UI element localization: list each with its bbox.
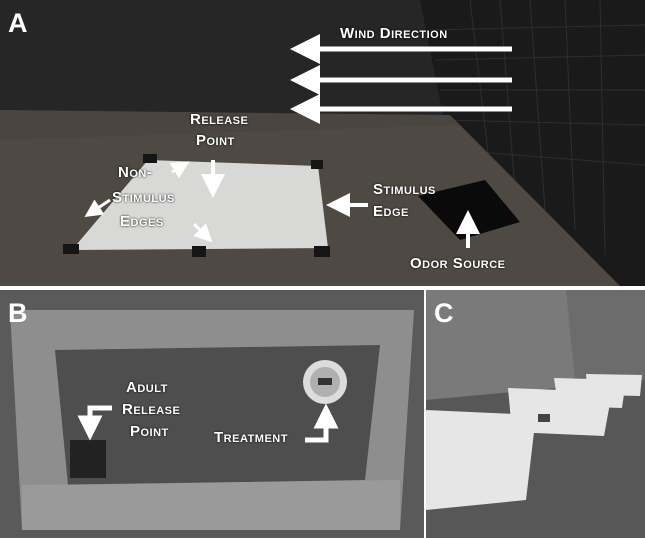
adult-release-label-line3: Point	[130, 423, 169, 440]
stimulus-edge-label-line1: Stimulus	[373, 181, 436, 198]
panel-c-scene	[426, 290, 645, 538]
stimulus-edge-label-line2: Edge	[373, 203, 409, 220]
non-stimulus-arrow	[169, 161, 190, 179]
panel-b-release-box: B Adult Release Point Treatment	[0, 290, 424, 538]
treatment-label: Treatment	[214, 429, 288, 446]
release-container	[70, 440, 106, 478]
bins	[426, 374, 642, 510]
adult-release-label-line2: Release	[122, 401, 181, 418]
panel-c-room: C	[426, 290, 645, 538]
tape-corner	[314, 246, 330, 257]
non-stimulus-arrow	[84, 198, 111, 217]
wall-tile-grid	[429, 0, 645, 256]
non-stimulus-label-line3: Edges	[120, 213, 164, 230]
tape-corner	[311, 160, 323, 169]
tape-corner	[143, 154, 157, 163]
panel-a-scene	[0, 0, 645, 286]
panel-letter-c: C	[434, 298, 454, 328]
panel-letter-b: B	[8, 298, 28, 328]
side-wall	[420, 0, 645, 286]
bin-floor	[55, 345, 380, 485]
panel-a-wind-tunnel: A Wind Direction Release Point Non- Stim…	[0, 0, 645, 286]
bin	[586, 374, 642, 396]
panel-letter-a: A	[8, 8, 28, 38]
non-stimulus-label-line2: Stimulus	[112, 189, 175, 206]
wind-direction-label: Wind Direction	[340, 25, 448, 42]
wind-arrows	[290, 34, 512, 124]
odor-source-label: Odor Source	[410, 255, 506, 272]
release-point-arrow	[77, 405, 112, 441]
tape-corner	[63, 244, 79, 254]
landing-sheet	[72, 160, 328, 250]
treatment-arrow	[305, 403, 339, 443]
panel-b-scene	[0, 290, 424, 538]
adult-release-label-line1: Adult	[126, 379, 168, 396]
non-stimulus-label-line1: Non-	[118, 164, 153, 181]
non-stimulus-arrow	[192, 222, 213, 243]
release-point-label-line1: Release	[190, 111, 249, 128]
bin	[426, 410, 536, 510]
bin-front-wall	[22, 480, 400, 530]
tape-corner	[192, 246, 206, 257]
release-point-label-line2: Point	[196, 132, 235, 149]
